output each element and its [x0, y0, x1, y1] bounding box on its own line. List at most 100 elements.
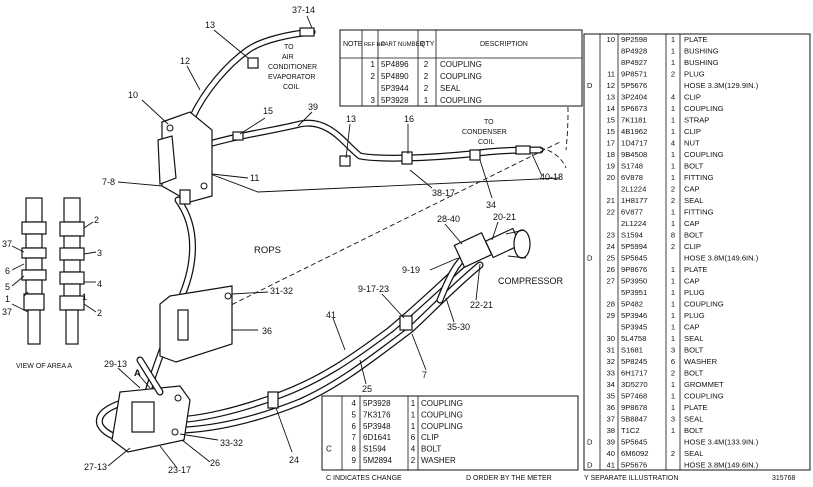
- bottom_table-cell: S1594: [363, 445, 387, 454]
- callout-7-8: 7-8: [102, 177, 115, 187]
- top_table-cell: 5P3944: [381, 84, 409, 93]
- right_table-cell: 9P8676: [621, 265, 647, 274]
- right_table-cell: 1: [671, 426, 675, 435]
- right_table-cell: 12: [607, 81, 615, 90]
- right_table-cell: 5P5676: [621, 461, 647, 470]
- right_table-cell: NUT: [684, 139, 700, 148]
- footer-d: D ORDER BY THE METER: [466, 475, 552, 482]
- bottom_table-cell: WASHER: [421, 456, 456, 465]
- right_table-cell: 5P3950: [621, 277, 647, 286]
- right_table-cell: PLUG: [684, 288, 705, 297]
- bottom_table-cell: 1: [411, 399, 416, 408]
- callout-34: 34: [486, 200, 496, 210]
- view-callout-2: 2: [94, 215, 99, 225]
- top-header-part: PART NUMBER: [381, 42, 425, 48]
- bottom_table-cell: 1: [411, 410, 416, 419]
- top_table-cell: 5P4890: [381, 72, 409, 81]
- right_table-cell: 5P6673: [621, 104, 647, 113]
- top-header-note: NOTE: [343, 41, 363, 48]
- callout-9-19: 9-19: [402, 265, 420, 275]
- callout-35-30: 35-30: [447, 322, 470, 332]
- right_table-cell: FITTING: [684, 173, 714, 182]
- top_table-cell: 2: [424, 84, 429, 93]
- right_table-cell: SEAL: [684, 449, 703, 458]
- top-header-ref: REF NO: [364, 42, 386, 48]
- right_table-cell: 2: [671, 242, 675, 251]
- right_table-cell: 5P3951: [621, 288, 647, 297]
- right_table-cell: 29: [607, 311, 615, 320]
- right_table-cell: 22: [607, 208, 615, 217]
- hose-clips: [232, 27, 531, 409]
- right_table-cell: 1: [671, 104, 675, 113]
- callout-29-13: 29-13: [104, 359, 127, 369]
- right_table-cell: 2: [671, 70, 675, 79]
- right_table-cell: 1: [671, 173, 675, 182]
- right_table-cell: 41: [607, 461, 615, 470]
- right_table-cell: 39: [607, 438, 615, 447]
- right_table-cell: 21: [607, 196, 615, 205]
- callout-11: 11: [250, 173, 259, 183]
- right_table-cell: 1: [671, 311, 675, 320]
- cond-label-2: CONDENSER: [462, 129, 507, 136]
- right_table-cell: 31: [607, 346, 615, 355]
- right_table-cell: PLATE: [684, 35, 708, 44]
- right_table-cell: 5P5645: [621, 254, 647, 263]
- right_table-cell: 36: [607, 403, 615, 412]
- top_table-cell: COUPLING: [440, 60, 482, 69]
- right_table-cell: 15: [607, 127, 615, 136]
- right_table-cell: 2L1224: [621, 219, 646, 228]
- top_table-cell: 2: [371, 72, 376, 81]
- view-callout-37: 37: [2, 239, 12, 249]
- view-callout-5: 5: [5, 282, 10, 292]
- view-area-a-fittings: [21, 197, 85, 345]
- right_table-cell: 1: [671, 288, 675, 297]
- right_table-cell: 8P4927: [621, 58, 647, 67]
- right_table-cell: 5P482: [621, 300, 643, 309]
- bottom_table-cell: 2: [411, 456, 416, 465]
- right_table-cell: CAP: [684, 185, 700, 194]
- callout-7: 7: [422, 370, 427, 380]
- evap-label-3: CONDITIONER: [268, 64, 317, 71]
- view-callout-1b: 1: [5, 294, 10, 304]
- right_table-cell: 6M6092: [621, 449, 648, 458]
- cond-label-1: TO: [484, 119, 494, 126]
- callout-13b: 13: [346, 114, 356, 124]
- right_table-cell: PLUG: [684, 70, 705, 79]
- right_table-cell: 1: [671, 162, 675, 171]
- right_table-cell: 1D4717: [621, 139, 648, 148]
- bottom_table-cell: COUPLING: [421, 422, 463, 431]
- bottom_table-cell: 9: [352, 456, 357, 465]
- evaporator-bracket-plate: [157, 111, 213, 205]
- bottom_table-cell: 8: [352, 445, 357, 454]
- callout-38-17: 38-17: [432, 188, 455, 198]
- callout-area-a: A: [134, 368, 141, 379]
- right_table-cell: 1: [671, 323, 675, 332]
- right_table-cell: 6V878: [621, 173, 643, 182]
- right_table-cell: 13: [607, 93, 615, 102]
- right_table-cell: 6V877: [621, 208, 643, 217]
- right_table-cell: STRAP: [684, 116, 709, 125]
- right_table-cell: 35: [607, 392, 615, 401]
- right_table-cell: 2: [671, 185, 675, 194]
- right_table-cell: CAP: [684, 323, 700, 332]
- right_table-cell: BOLT: [684, 231, 704, 240]
- bottom_table-cell: BOLT: [421, 445, 441, 454]
- right_table-cell: 2L1224: [621, 185, 646, 194]
- right_table-cell: 4B1962: [621, 127, 647, 136]
- right_table-cell: 24: [607, 242, 615, 251]
- top_table-cell: 1: [371, 60, 376, 69]
- callout-40-18: 40-18: [540, 172, 563, 182]
- view-callout-6: 6: [5, 266, 10, 276]
- right_table-cell: PLATE: [684, 265, 708, 274]
- footer-c: C INDICATES CHANGE: [326, 475, 402, 482]
- bottom_table-cell: 7: [352, 433, 357, 442]
- compressor-label: COMPRESSOR: [498, 276, 564, 286]
- right_table-cell: 8: [671, 231, 675, 240]
- right_table-cell: 34: [607, 380, 615, 389]
- bottom_table-cell: C: [326, 445, 332, 454]
- middle-bracket-plate: [159, 285, 233, 363]
- right_table-cell: 25: [607, 254, 615, 263]
- right_table-cell: HOSE 3.8M(149.6IN.): [684, 461, 759, 470]
- right_table-cell: 1: [671, 47, 675, 56]
